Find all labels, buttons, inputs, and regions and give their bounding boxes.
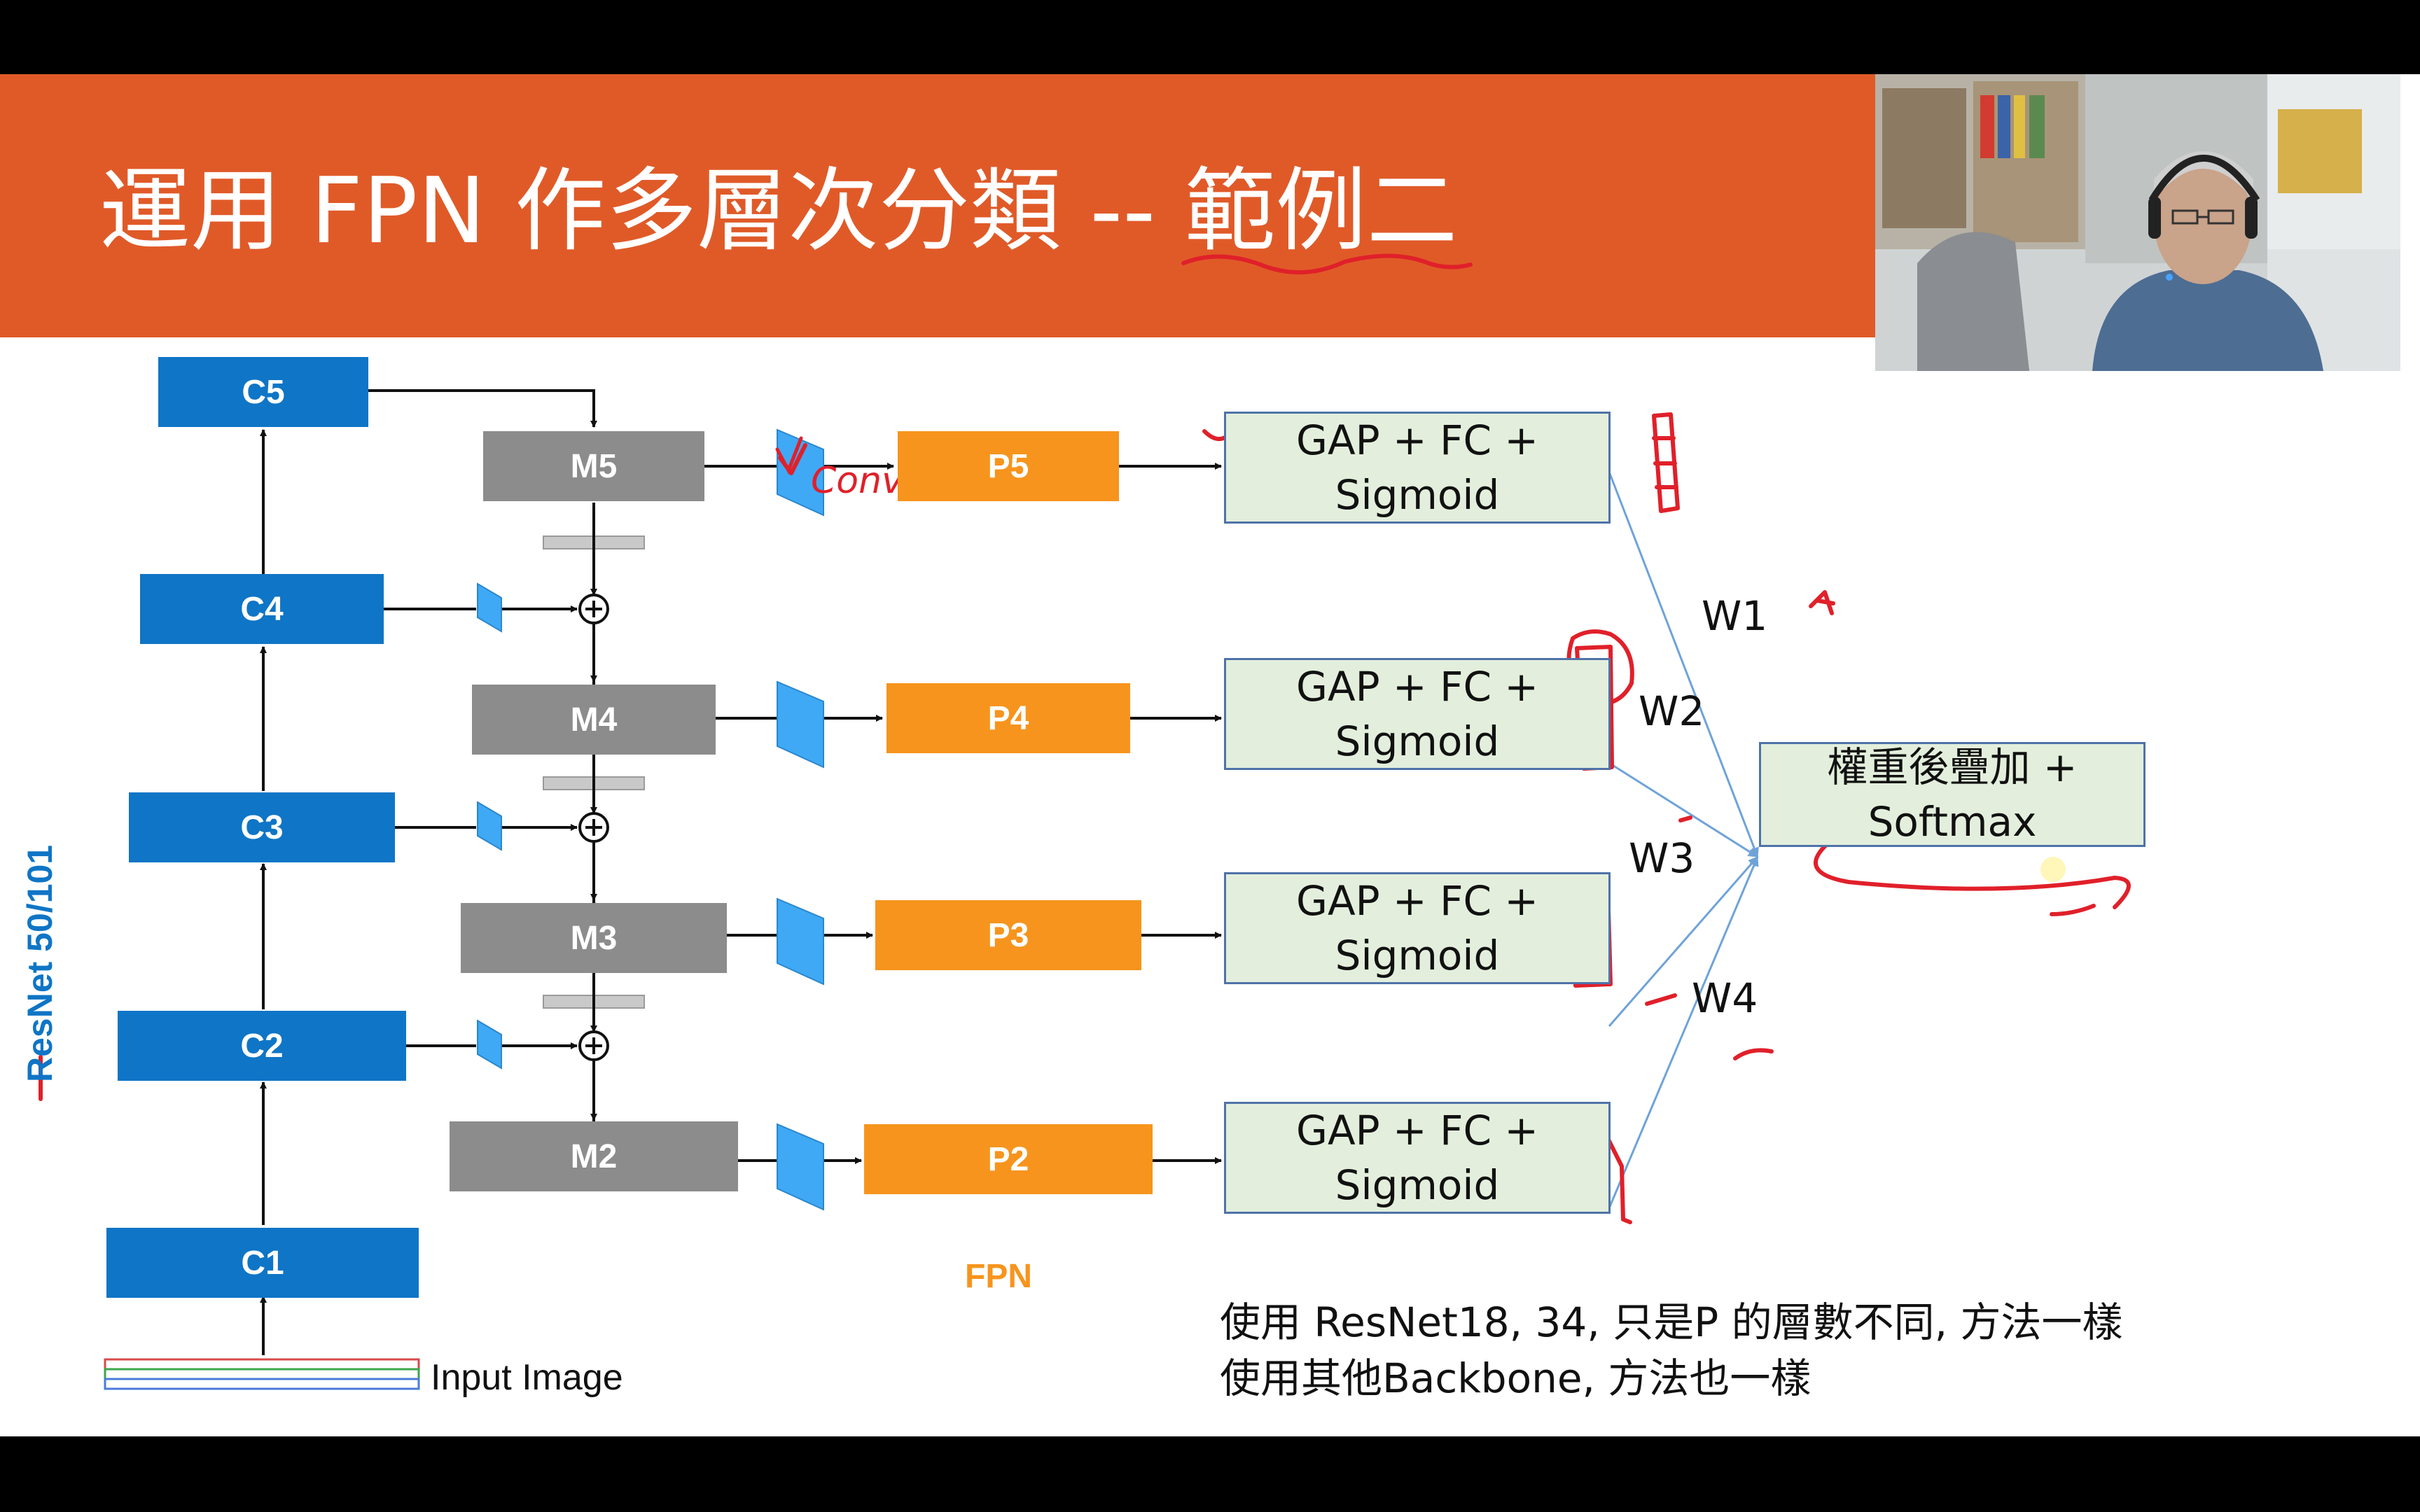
backbone-stage-c2: C2 bbox=[118, 1011, 406, 1081]
fpn-arrows bbox=[704, 463, 1222, 1164]
backbone-stage-c5: C5 bbox=[158, 357, 368, 427]
slide: 運用 FPN 作多層次分類 -- 範例二 bbox=[0, 74, 2420, 1436]
note-line-2: 使用其他Backbone, 方法也一樣 bbox=[1220, 1354, 1811, 1402]
merge-node-m2: M2 bbox=[450, 1121, 738, 1191]
head-line1: GAP + FC + bbox=[1296, 1107, 1538, 1154]
fpn-output-p3: P3 bbox=[875, 900, 1141, 970]
head-line2: Sigmoid bbox=[1335, 932, 1500, 979]
backbone-stage-c1: C1 bbox=[106, 1228, 419, 1298]
note-line-1: 使用 ResNet18, 34, 只是P 的層數不同, 方法一樣 bbox=[1220, 1298, 2123, 1346]
fpn-conv-icons bbox=[777, 428, 824, 1211]
presenter-video bbox=[1875, 74, 2400, 371]
head-line2: Sigmoid bbox=[1335, 471, 1500, 519]
head-line2: Sigmoid bbox=[1335, 1161, 1500, 1209]
conv-note: Conv bbox=[811, 460, 904, 502]
head-p4: GAP + FC + Sigmoid bbox=[1224, 658, 1611, 770]
head-line2: Sigmoid bbox=[1335, 718, 1500, 765]
weight-w1: W1 bbox=[1702, 592, 1768, 640]
weight-w4: W4 bbox=[1692, 974, 1758, 1022]
slide-title: 運用 FPN 作多層次分類 -- 範例二 bbox=[99, 158, 1458, 264]
input-image-icon bbox=[104, 1358, 420, 1390]
merge-node-m4: M4 bbox=[472, 685, 716, 755]
fpn-output-p2: P2 bbox=[864, 1124, 1153, 1194]
combiner-box: 權重後疊加 + Softmax bbox=[1759, 742, 2146, 847]
weight-w2: W2 bbox=[1639, 687, 1705, 735]
fpn-label: FPN bbox=[965, 1258, 1032, 1295]
pointer-highlight bbox=[2040, 857, 2066, 882]
merge-plus-nodes bbox=[578, 594, 609, 1061]
lateral-conv-icons bbox=[477, 582, 502, 1070]
title-bar: 運用 FPN 作多層次分類 -- 範例二 bbox=[0, 74, 1875, 337]
combiner-line2: Softmax bbox=[1868, 798, 2037, 846]
lateral-arrows bbox=[384, 606, 578, 1049]
head-line1: GAP + FC + bbox=[1296, 416, 1538, 464]
weight-w3: W3 bbox=[1629, 834, 1695, 882]
fpn-output-p5: P5 bbox=[898, 431, 1119, 501]
backbone-stage-c4: C4 bbox=[140, 574, 384, 644]
head-p5: GAP + FC + Sigmoid bbox=[1224, 412, 1611, 524]
merge-node-m5: M5 bbox=[483, 431, 704, 501]
webcam-overlay bbox=[1875, 74, 2400, 371]
combiner-line1: 權重後疊加 + bbox=[1827, 743, 2078, 791]
backbone-stage-c3: C3 bbox=[129, 792, 395, 862]
head-p3: GAP + FC + Sigmoid bbox=[1224, 872, 1611, 984]
weight-lines bbox=[1608, 471, 1759, 1209]
head-p2: GAP + FC + Sigmoid bbox=[1224, 1102, 1611, 1214]
conv-annotation bbox=[775, 436, 803, 475]
merge-node-m3: M3 bbox=[461, 903, 727, 973]
head-line1: GAP + FC + bbox=[1296, 663, 1538, 710]
head-line1: GAP + FC + bbox=[1296, 877, 1538, 925]
fpn-output-p4: P4 bbox=[886, 683, 1130, 753]
input-image-label: Input Image bbox=[431, 1357, 623, 1398]
backbone-label: ResNet 50/101 bbox=[20, 844, 60, 1082]
